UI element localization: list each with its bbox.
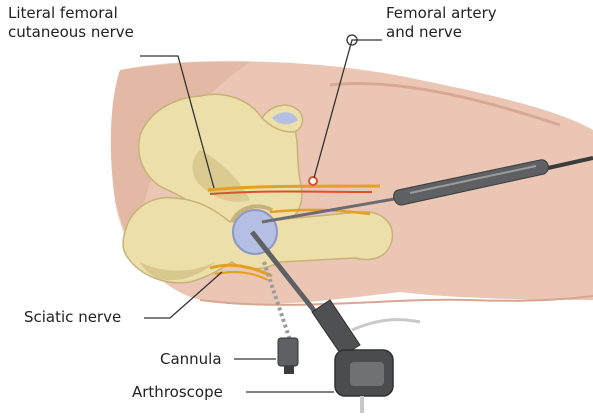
arthroscope-camera-face <box>350 362 384 386</box>
arthroscope-body <box>312 300 360 356</box>
cannula-cap <box>284 366 294 374</box>
label-arthroscope: Arthroscope <box>132 383 223 402</box>
label-lateral-femoral-cutaneous-nerve: Literal femoral cutaneous nerve <box>8 4 134 42</box>
cannula-hub <box>278 338 298 366</box>
label-femoral-artery-and-nerve: Femoral artery and nerve <box>386 4 497 42</box>
label-sciatic-nerve: Sciatic nerve <box>24 308 121 327</box>
arthroscope-light-port <box>352 320 420 330</box>
label-cannula: Cannula <box>160 350 222 369</box>
femoral-artery-marker <box>309 177 317 185</box>
